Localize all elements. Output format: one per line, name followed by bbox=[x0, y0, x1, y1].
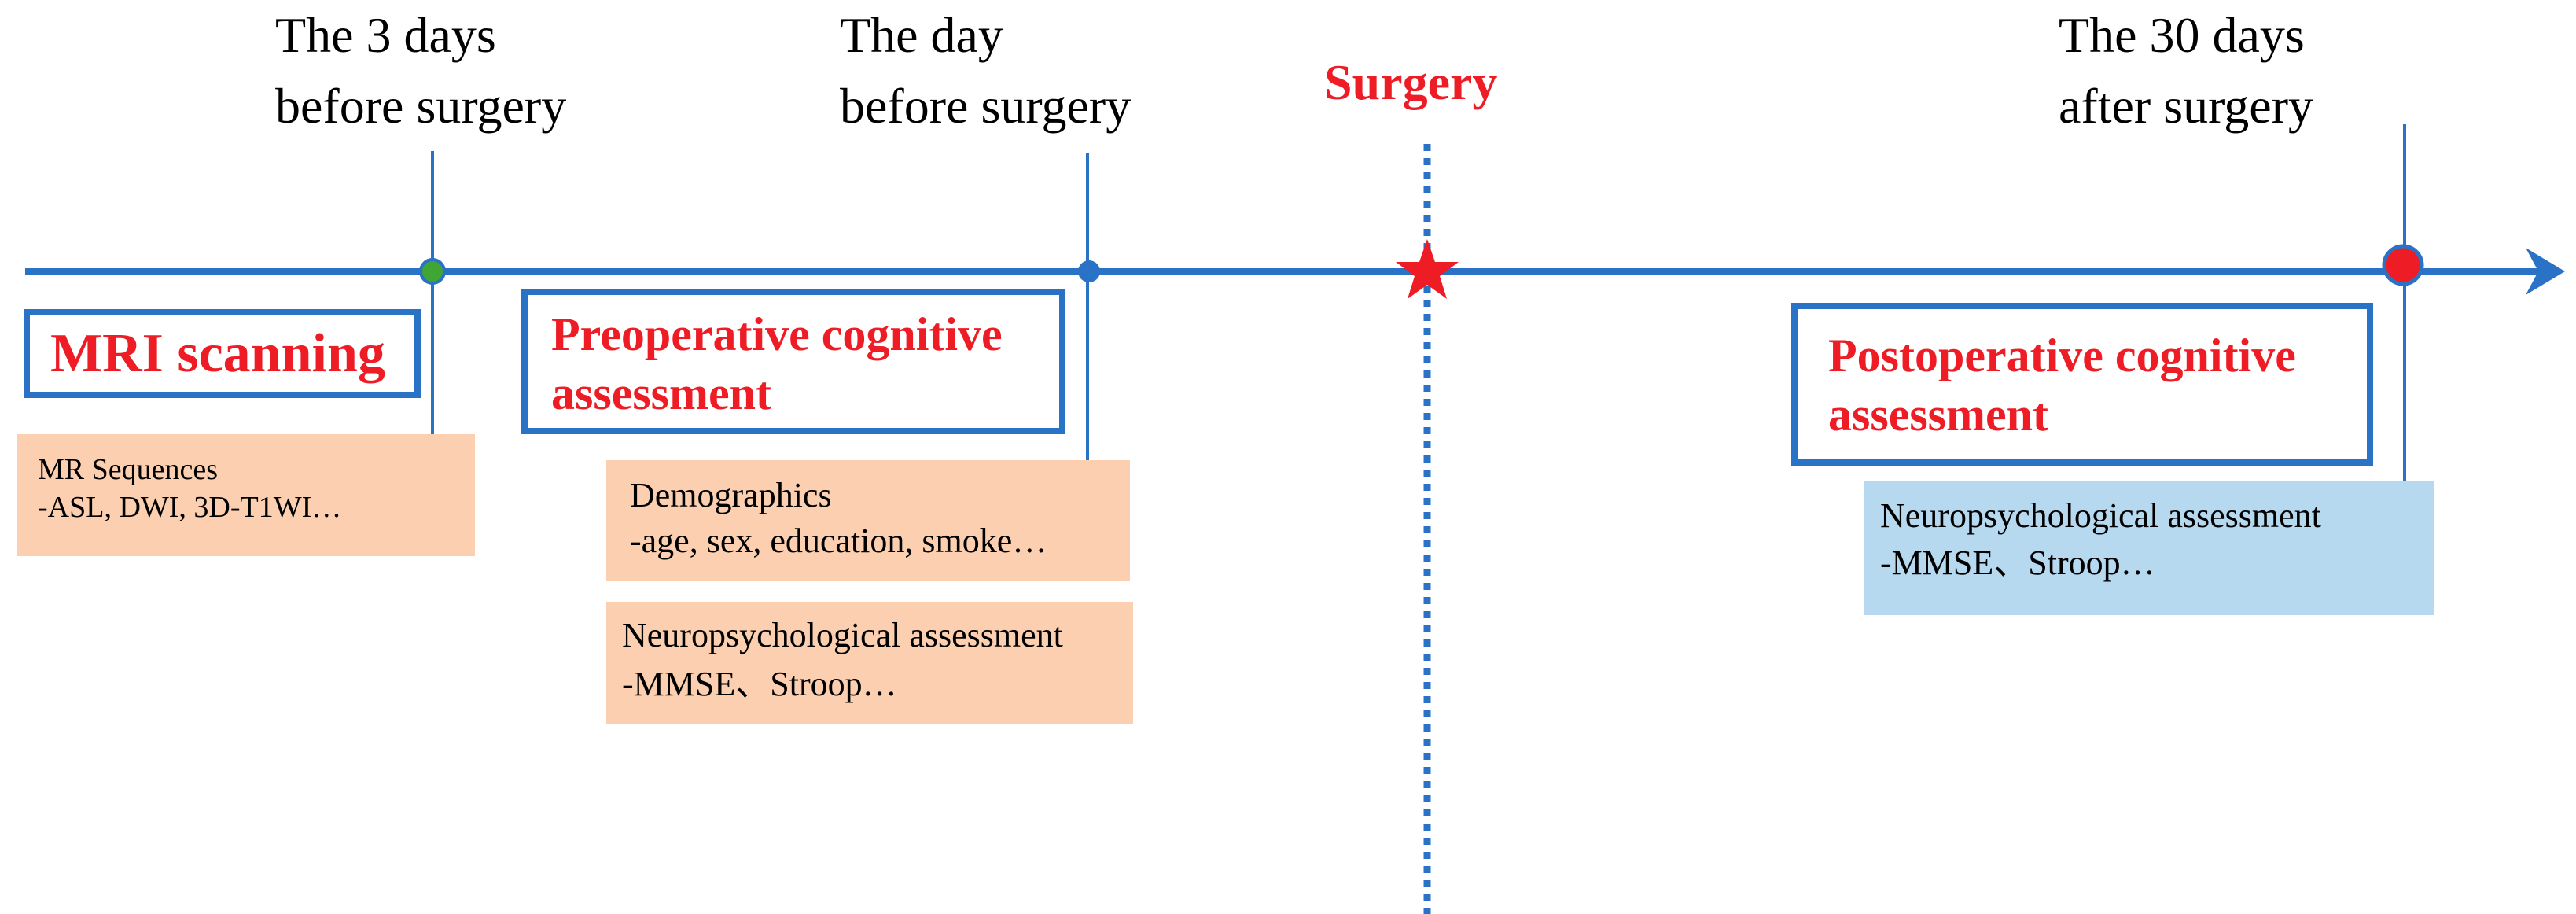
timepoint-line1: The 3 days bbox=[275, 7, 496, 63]
note-line2: -MMSE、Stroop… bbox=[1880, 544, 2155, 582]
timepoint-line2: before surgery bbox=[840, 78, 1132, 134]
phase-title: MRI scanning bbox=[50, 323, 385, 384]
phase-postoperative-assessment: Postoperative cognitive assessment bbox=[1791, 303, 2373, 466]
timeline-arrowhead bbox=[2526, 248, 2565, 295]
note-line2: -age, sex, education, smoke… bbox=[630, 521, 1047, 560]
marker-green-dot bbox=[419, 258, 446, 285]
timepoint-surgery: Surgery bbox=[1324, 54, 1498, 110]
timepoint-line1: The 30 days bbox=[2059, 7, 2305, 63]
phase-mri-scanning: MRI scanning bbox=[24, 309, 421, 398]
note-line1: Demographics bbox=[630, 476, 832, 514]
marker-star-icon bbox=[1396, 239, 1459, 299]
note-preop-neuropsychological: Neuropsychological assessment -MMSE、Stro… bbox=[606, 602, 1133, 724]
note-line1: Neuropsychological assessment bbox=[622, 616, 1063, 654]
note-line1: MR Sequences bbox=[38, 453, 219, 486]
note-demographics: Demographics -age, sex, education, smoke… bbox=[606, 460, 1130, 581]
note-mr-sequences: MR Sequences -ASL, DWI, 3D-T1WI… bbox=[17, 434, 475, 556]
timepoint-line2: after surgery bbox=[2059, 78, 2313, 134]
note-line2: -MMSE、Stroop… bbox=[622, 665, 897, 703]
phase-title-line2: assessment bbox=[1828, 389, 2048, 440]
timepoint-day-before: The day before surgery bbox=[840, 0, 1131, 142]
timepoint-30-days-after: The 30 days after surgery bbox=[2059, 0, 2313, 142]
timepoint-3-days-before: The 3 days before surgery bbox=[275, 0, 566, 142]
note-postop-neuropsychological: Neuropsychological assessment -MMSE、Stro… bbox=[1864, 481, 2434, 615]
marker-red-dot bbox=[2382, 244, 2424, 286]
timepoint-line2: before surgery bbox=[275, 78, 567, 134]
phase-preoperative-assessment: Preoperative cognitive assessment bbox=[521, 289, 1065, 434]
phase-title-line1: Preoperative cognitive bbox=[551, 308, 1003, 360]
phase-title-line1: Postoperative cognitive bbox=[1828, 330, 2296, 381]
marker-blue-dot bbox=[1078, 260, 1100, 282]
phase-title-line2: assessment bbox=[551, 367, 771, 419]
note-line1: Neuropsychological assessment bbox=[1880, 496, 2321, 535]
timepoint-line1: The day bbox=[840, 7, 1003, 63]
note-line2: -ASL, DWI, 3D-T1WI… bbox=[38, 491, 342, 524]
